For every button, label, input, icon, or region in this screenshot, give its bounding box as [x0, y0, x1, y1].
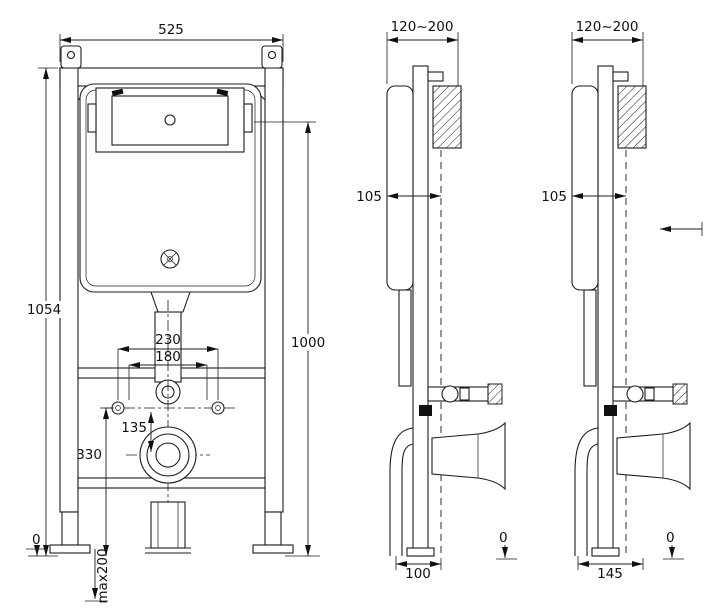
- dim-label-zero-a: 0: [499, 530, 508, 546]
- pan-bracket-b: [604, 405, 617, 416]
- waste-outlet-flange: [139, 426, 197, 484]
- bowl-connector-b: [616, 421, 691, 491]
- floor-datum-a: 0: [496, 530, 517, 560]
- rail-profile-a: [412, 65, 429, 557]
- stud-hole-left: [115, 405, 121, 411]
- dim-label-525: 525: [158, 22, 184, 38]
- tab-hole-left: [66, 50, 76, 60]
- floor-datum-b: 0: [663, 530, 684, 560]
- threaded-end-a: [487, 383, 503, 405]
- drain-elbow-outer-a: [389, 427, 414, 556]
- dim-label-330: 330: [76, 447, 102, 463]
- wall-level-pointer: [660, 222, 703, 236]
- side-view-b: 120~200 105 145 0: [541, 19, 703, 582]
- dim-height-1000: 1000: [254, 121, 330, 556]
- frame-top-bar: [59, 67, 284, 87]
- pan-bracket-a: [419, 405, 432, 416]
- dim-width-525: 525: [59, 22, 284, 62]
- foot-right: [264, 511, 282, 546]
- wall-bracket-b: [612, 71, 629, 82]
- inlet-valve-a: [441, 385, 459, 403]
- wall-section-a: [432, 85, 462, 149]
- dim-label-max200: max200: [95, 548, 111, 603]
- flush-plate-panel: [111, 95, 229, 146]
- wall-bracket-a: [427, 71, 444, 82]
- drain-elbow-inner-b: [586, 443, 599, 556]
- dim-label-zero-b: 0: [666, 530, 675, 546]
- floor-datum-front: 0: [26, 532, 48, 556]
- waste-outlet-mid: [146, 433, 190, 477]
- dim-height-1054: 1054: [24, 67, 67, 556]
- plate-clip-left: [87, 103, 97, 133]
- dim-outlet-330: 330: [76, 407, 114, 556]
- side-view-a: 120~200 105 100 0: [356, 19, 517, 582]
- valve-body-a: [459, 387, 470, 401]
- foot-plate-left: [49, 544, 91, 554]
- frame-right-rail: [264, 67, 284, 513]
- dim-label-depth-b: 120~200: [576, 19, 639, 35]
- foot-plate-a: [406, 547, 435, 557]
- dim-label-145: 145: [597, 566, 623, 582]
- mounting-tab-right: [261, 45, 283, 69]
- dim-depth-a: 120~200: [386, 19, 459, 86]
- fixing-stud-right: [211, 401, 225, 415]
- cistern-profile-a: [386, 85, 414, 291]
- drain-socket: [150, 501, 186, 549]
- dim-105-b: 105: [541, 189, 626, 205]
- inlet-valve-b: [626, 385, 644, 403]
- dim-label-105-a: 105: [356, 189, 382, 205]
- dim-label-100: 100: [405, 566, 431, 582]
- dim-label-230: 230: [155, 332, 181, 348]
- dim-label-depth-a: 120~200: [391, 19, 454, 35]
- dim-label-zero-front: 0: [32, 532, 41, 548]
- dim-offset-135: 135: [121, 412, 154, 452]
- flush-pipe-profile-b: [583, 289, 597, 387]
- plate-latch-right: [216, 88, 229, 96]
- dim-100-a: 100: [395, 556, 442, 582]
- dim-depth-b: 120~200: [571, 19, 644, 86]
- foot-left: [61, 511, 79, 546]
- foot-plate-b: [591, 547, 620, 557]
- cistern-profile-b: [571, 85, 599, 291]
- frame-left-rail: [59, 67, 79, 513]
- dim-label-135: 135: [121, 420, 147, 436]
- drain-elbow-outer-b: [574, 427, 599, 556]
- dim-stud-180: 180: [128, 349, 208, 400]
- rail-profile-b: [597, 65, 614, 557]
- valve-cross-line: [163, 252, 177, 266]
- dim-105-a: 105: [356, 189, 441, 205]
- valve-body-b: [644, 387, 655, 401]
- bowl-connector-a: [431, 421, 506, 491]
- plate-clip-right: [243, 103, 253, 133]
- dim-foot-max200: max200: [85, 548, 111, 604]
- valve-center-dot: [167, 256, 173, 262]
- flush-pipe-profile-a: [398, 289, 412, 387]
- foot-plate-right: [252, 544, 294, 554]
- stud-hole-right: [215, 405, 221, 411]
- threaded-end-b: [672, 383, 688, 405]
- plate-latch-left: [111, 88, 124, 96]
- mounting-tab-left: [60, 45, 82, 69]
- front-view: 525 1054 1000 230 180: [24, 22, 330, 604]
- tab-hole-right: [267, 50, 277, 60]
- wall-section-b: [617, 85, 647, 149]
- dim-label-105-b: 105: [541, 189, 567, 205]
- dim-label-1054: 1054: [27, 302, 61, 318]
- dim-stud-230: 230: [117, 332, 219, 400]
- plate-center-hole: [164, 114, 176, 126]
- drain-elbow-inner-a: [401, 443, 414, 556]
- dim-label-1000: 1000: [291, 335, 325, 351]
- cistern-neck: [150, 291, 191, 313]
- waste-outlet-bore: [155, 442, 181, 468]
- dim-label-180: 180: [155, 349, 181, 365]
- dim-145-b: 145: [577, 556, 644, 582]
